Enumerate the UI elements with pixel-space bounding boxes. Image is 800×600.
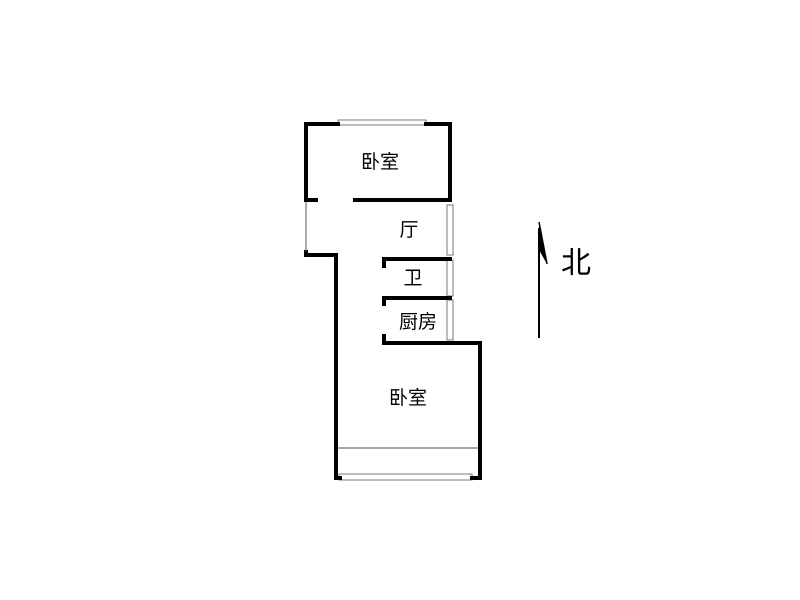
- exterior-walls: [304, 122, 482, 480]
- north-label: 北: [561, 246, 591, 281]
- north-arrow-icon: [538, 221, 548, 338]
- window-bathroom: [446, 259, 454, 297]
- room-label-living-room: 厅: [399, 219, 418, 241]
- window-north-bedroom: [337, 119, 427, 126]
- interior-walls: [304, 198, 452, 345]
- entry-door: [305, 199, 316, 252]
- window-living-room: [446, 204, 454, 256]
- room-label-bedroom-north: 卧室: [361, 151, 399, 173]
- window-south-bedroom: [338, 473, 473, 481]
- room-label-kitchen: 厨房: [399, 311, 437, 333]
- window-kitchen: [446, 299, 454, 341]
- room-label-bedroom-south: 卧室: [389, 387, 427, 409]
- room-label-bathroom: 卫: [403, 267, 422, 289]
